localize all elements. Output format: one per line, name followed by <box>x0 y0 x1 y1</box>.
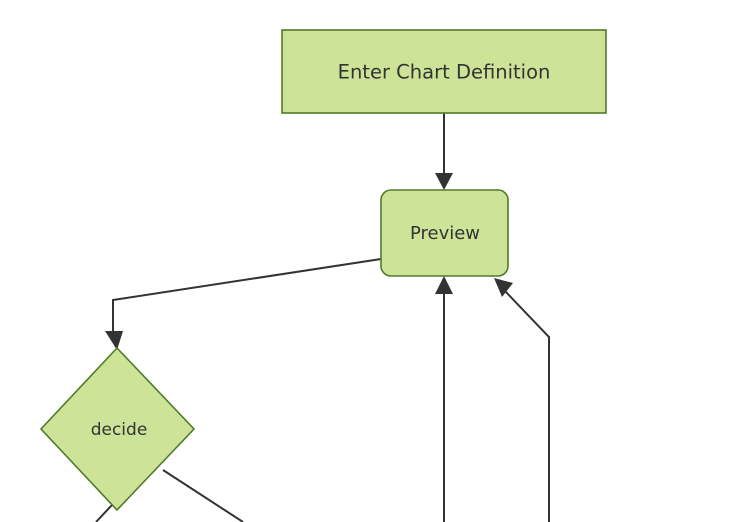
edge-preview-to-decide-line <box>112 258 382 334</box>
edge-preview-to-decide[interactable] <box>105 258 382 350</box>
edge-into-preview-bottom-right[interactable] <box>494 278 550 522</box>
node-enter-chart-definition-shape <box>281 29 607 114</box>
node-enter-chart-definition-label: Enter Chart Definition <box>338 61 551 84</box>
node-group: Enter Chart Definition Preview decide <box>39 29 607 512</box>
edge-into-preview-bottom-right-line <box>503 289 550 522</box>
node-preview-label: Preview <box>410 223 480 244</box>
edge-into-preview-bottom[interactable] <box>435 276 453 522</box>
arrow-head-icon <box>435 173 453 190</box>
edge-group <box>95 113 550 522</box>
edge-decide-out-left[interactable] <box>95 504 113 522</box>
arrow-head-icon <box>435 276 453 294</box>
node-decide-shape <box>39 346 196 512</box>
edge-decide-out-right[interactable] <box>162 469 244 522</box>
edge-decide-out-left-line <box>95 504 113 522</box>
edge-decide-out-right-line <box>162 469 244 522</box>
node-decide-label: decide <box>91 420 148 440</box>
node-preview[interactable]: Preview <box>380 189 509 277</box>
arrow-head-icon <box>105 331 123 350</box>
edge-enter-to-preview[interactable] <box>435 113 453 190</box>
arrow-head-icon <box>494 278 513 297</box>
node-decide[interactable]: decide <box>39 346 196 512</box>
node-enter-chart-definition[interactable]: Enter Chart Definition <box>281 29 607 114</box>
node-preview-shape <box>380 189 509 277</box>
